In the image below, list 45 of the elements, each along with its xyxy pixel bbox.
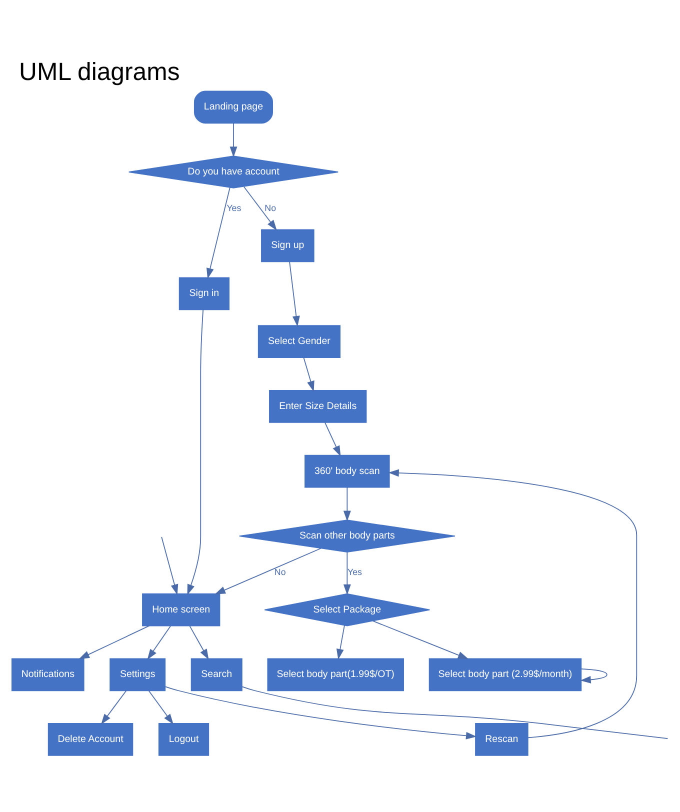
- arrow: [580, 668, 608, 684]
- arrow: [214, 548, 322, 594]
- arrow: [161, 536, 178, 596]
- arrow: [343, 552, 351, 596]
- arrow: [147, 626, 172, 660]
- arrow: [244, 186, 277, 231]
- arrow: [189, 626, 209, 660]
- node-box: Select body part(1.99$/OT): [267, 658, 404, 692]
- node-box: Notifications: [11, 658, 84, 692]
- node-box: Enter Size Details: [269, 390, 367, 423]
- node-box: Settings: [110, 658, 166, 692]
- arrow: [101, 690, 127, 725]
- node-box: Select body part (2.99$/month): [428, 658, 582, 692]
- node-box: Landing page: [194, 90, 274, 124]
- arrow: [187, 309, 204, 596]
- edge-label: Yes: [226, 203, 242, 214]
- arrow: [343, 486, 351, 522]
- node-box: Sign up: [261, 229, 314, 262]
- node-box: Delete Account: [48, 723, 134, 756]
- edge-label: No: [274, 567, 286, 578]
- node-box: Logout: [158, 723, 210, 756]
- connector: [242, 686, 668, 740]
- arrow: [78, 625, 150, 660]
- node-box: Select Gender: [258, 325, 340, 358]
- node-box: Home screen: [142, 593, 220, 626]
- node-diamond: Do you have account: [128, 156, 339, 188]
- edge-label: Yes: [347, 567, 362, 578]
- arrow: [336, 624, 345, 660]
- arrow: [303, 357, 314, 392]
- arrow: [230, 122, 238, 158]
- node-box: Search: [190, 658, 242, 692]
- node-box: Sign in: [178, 277, 230, 310]
- arrow: [324, 422, 341, 456]
- diagram-title: UML diagrams: [19, 58, 180, 86]
- arrow: [206, 187, 230, 279]
- node-diamond: Select Package: [264, 593, 430, 626]
- arrow: [388, 469, 638, 738]
- node-diamond: Scan other body parts: [238, 520, 456, 553]
- arrow: [372, 620, 469, 660]
- node-box: Rescan: [475, 723, 528, 756]
- arrow: [148, 690, 174, 725]
- edge-label: No: [264, 203, 276, 214]
- node-box: 360' body scan: [304, 454, 390, 488]
- arrow: [165, 686, 477, 740]
- arrow: [289, 261, 300, 327]
